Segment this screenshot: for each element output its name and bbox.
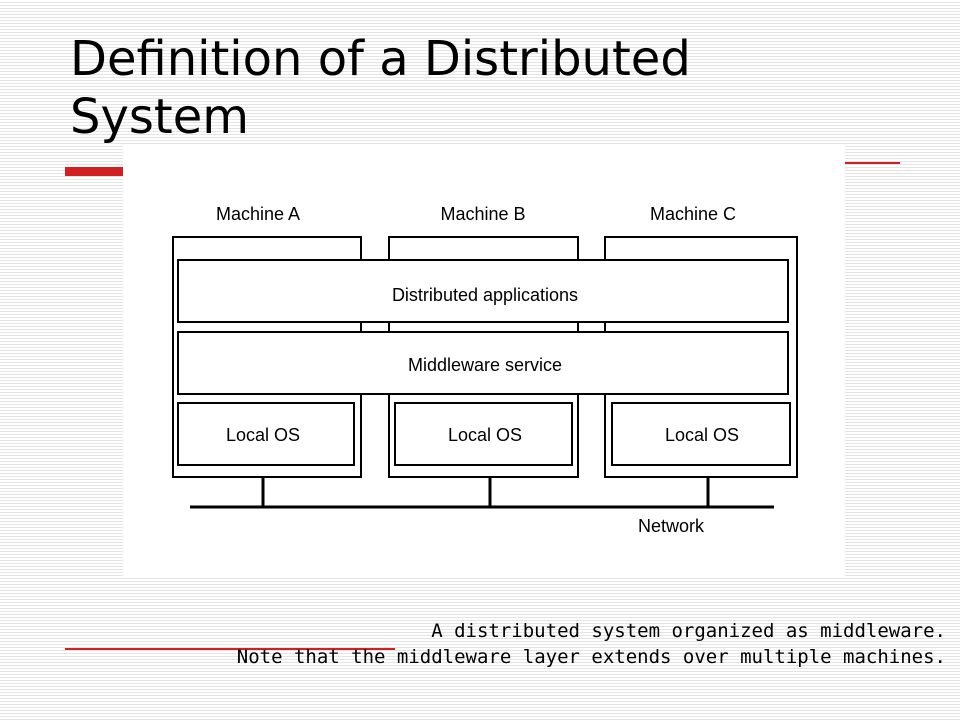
title-accent-line bbox=[845, 162, 900, 164]
caption-line-2: Note that the middleware layer extends o… bbox=[236, 646, 946, 668]
caption-line-1: A distributed system organized as middle… bbox=[431, 620, 946, 642]
distributed-apps-label: Distributed applications bbox=[392, 285, 578, 305]
middleware-layer bbox=[177, 331, 789, 395]
middleware-diagram: Machine A Machine B Machine C Distribute… bbox=[123, 145, 845, 578]
local-os-a-label: Local OS bbox=[226, 425, 300, 445]
caption-rule-line bbox=[65, 648, 395, 650]
machine-b-label: Machine B bbox=[440, 204, 525, 224]
network-label: Network bbox=[638, 516, 705, 536]
local-os-b-box bbox=[394, 402, 573, 466]
local-os-c-box bbox=[611, 402, 791, 466]
machine-c-label: Machine C bbox=[650, 204, 736, 224]
slide-title: Definition of a Distributed System bbox=[70, 31, 691, 145]
local-os-a-box bbox=[177, 402, 355, 466]
machine-a-label: Machine A bbox=[216, 204, 300, 224]
figure-caption: A distributed system organized as middle… bbox=[237, 618, 946, 670]
local-os-c-label: Local OS bbox=[665, 425, 739, 445]
title-accent-bar bbox=[65, 167, 125, 176]
diagram-svg: Machine A Machine B Machine C Distribute… bbox=[172, 204, 798, 536]
distributed-apps-layer bbox=[177, 259, 789, 323]
local-os-b-label: Local OS bbox=[448, 425, 522, 445]
middleware-label: Middleware service bbox=[408, 355, 562, 375]
